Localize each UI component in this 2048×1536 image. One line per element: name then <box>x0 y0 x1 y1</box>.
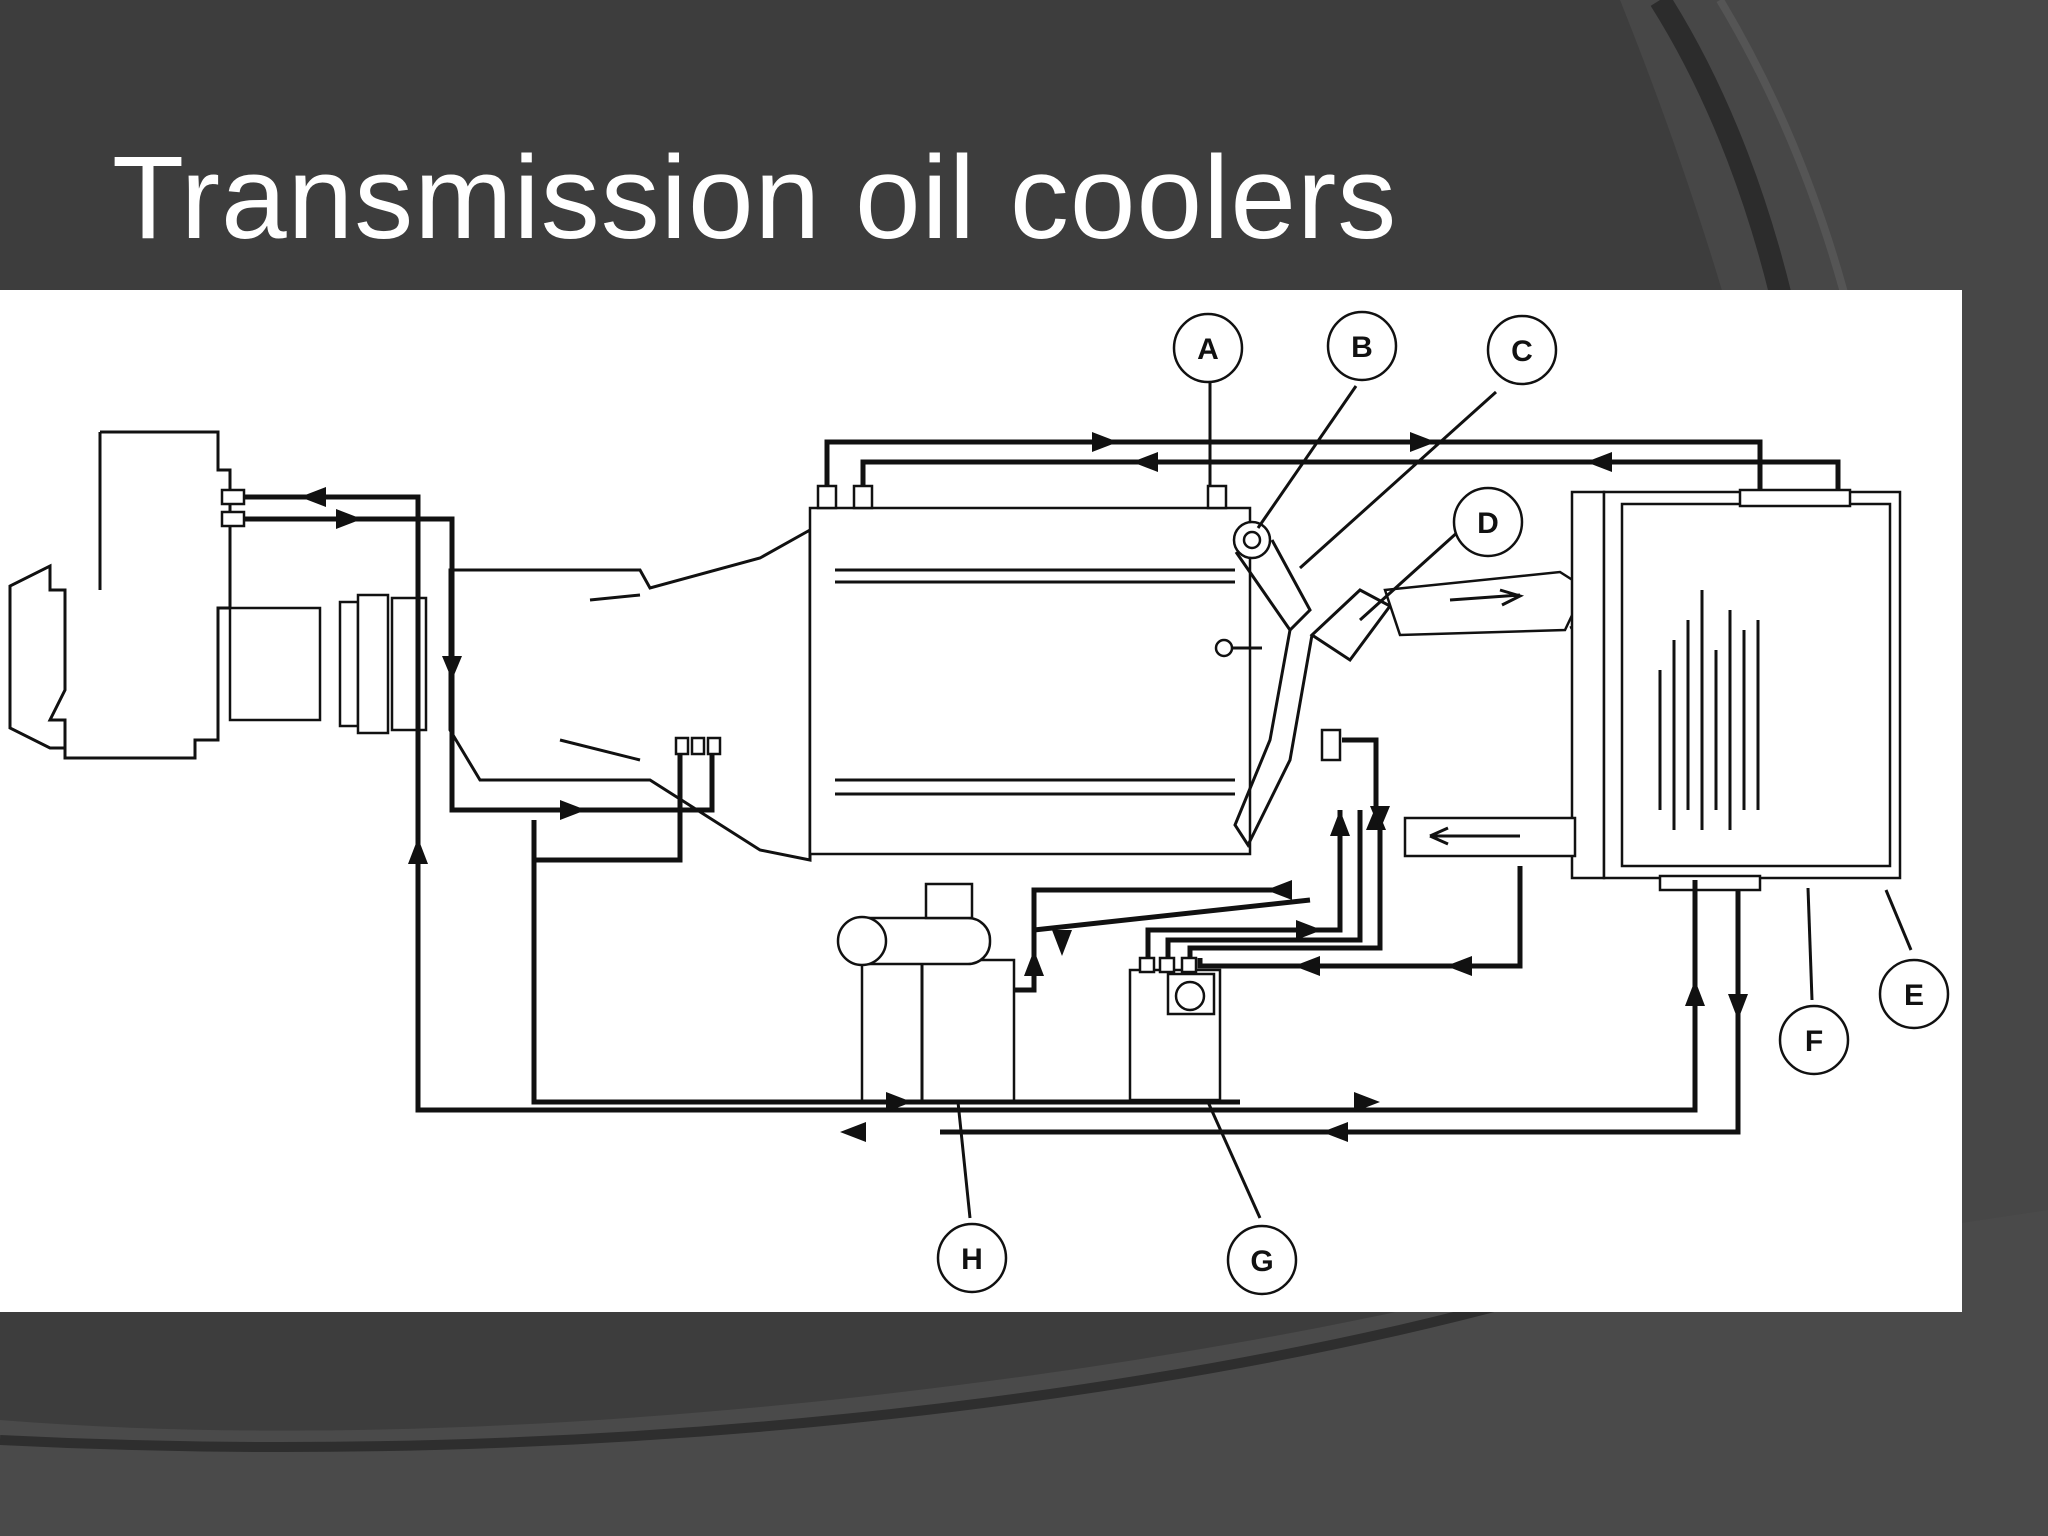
transmission-housing <box>8 430 428 760</box>
callout-B: B <box>1326 310 1398 382</box>
transmission-cooler-diagram: A B C D E F G <box>8 310 1950 1296</box>
callout-F-label: F <box>1805 1025 1823 1058</box>
callout-E: E <box>1878 958 1950 1030</box>
callout-A-label: A <box>1197 333 1219 366</box>
callout-E-label: E <box>1904 979 1924 1012</box>
radiator <box>1403 488 1902 892</box>
slide-title: Transmission oil coolers <box>112 132 1398 264</box>
flow-arrows <box>300 432 1748 1142</box>
callout-C-label: C <box>1511 335 1533 368</box>
callout-D-label: D <box>1477 507 1499 540</box>
engine-block <box>448 484 1262 862</box>
callout-B-label: B <box>1351 331 1373 364</box>
callout-D: D <box>1452 486 1524 558</box>
diagram-panel: A B C D E F G <box>0 290 1962 1312</box>
callout-F: F <box>1778 1004 1850 1076</box>
oil-lines <box>244 439 1841 1135</box>
callout-C: C <box>1486 314 1558 386</box>
callouts: A B C D E F G <box>936 310 1950 1296</box>
oil-pump <box>836 882 1016 1104</box>
callout-H: H <box>936 1222 1008 1294</box>
callout-G-label: G <box>1250 1245 1273 1278</box>
radiator-hoses <box>1232 520 1592 849</box>
oil-filter <box>1128 956 1222 1102</box>
callout-A: A <box>1172 312 1244 384</box>
callout-G: G <box>1226 1224 1298 1296</box>
callout-H-label: H <box>961 1243 983 1276</box>
